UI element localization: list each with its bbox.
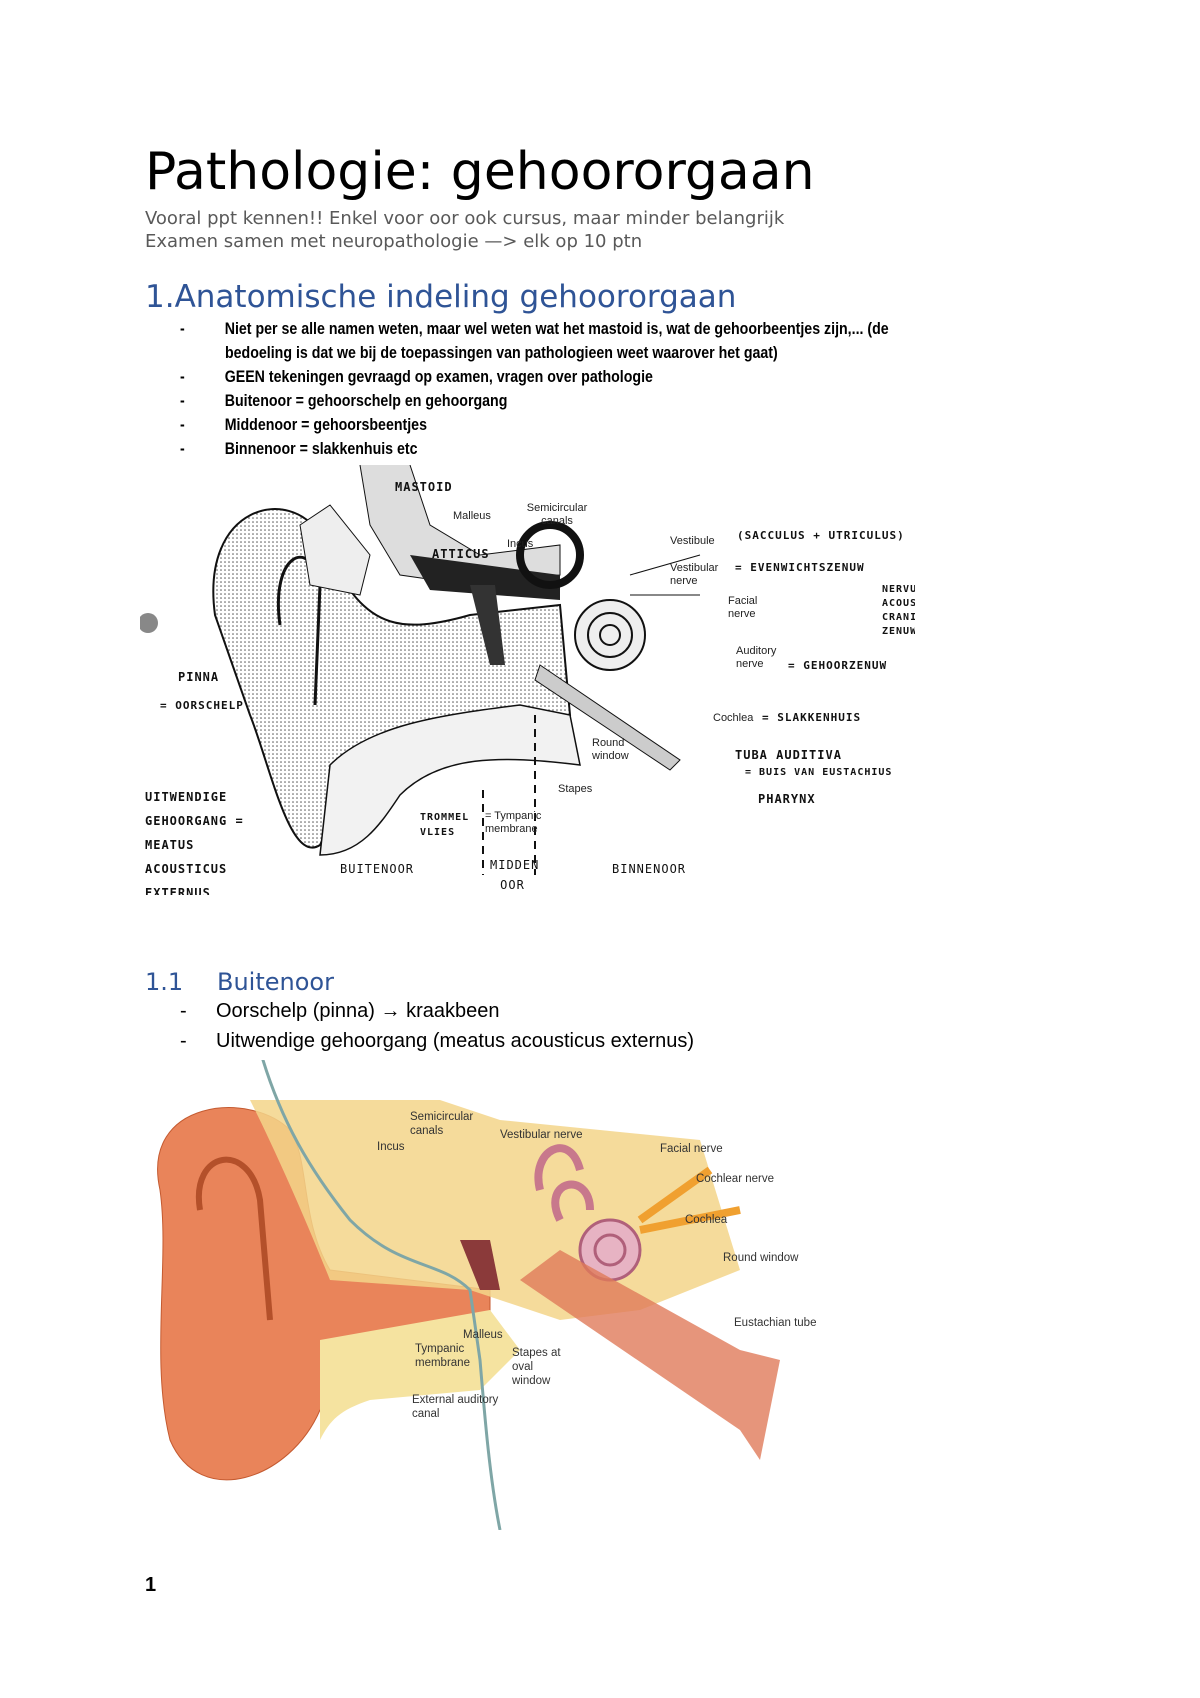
label-stapes-oval-window: Stapes at oval window bbox=[512, 1347, 561, 1387]
section-heading: 1.Anatomische indeling gehoororgaan bbox=[145, 279, 736, 315]
label-external-auditory-canal: External auditory canal bbox=[412, 1394, 499, 1420]
label-incus: Incus bbox=[507, 538, 534, 550]
label-atticus: ATTICUS bbox=[432, 547, 490, 561]
list-item: -Niet per se alle namen weten, maar wel … bbox=[180, 320, 889, 338]
ear-color-drawing bbox=[140, 1060, 840, 1530]
label-slakkenhuis: = SLAKKENHUIS bbox=[762, 711, 862, 724]
label-eustachian-tube: Eustachian tube bbox=[734, 1317, 817, 1329]
label-vestibular-nerve: Vestibular nerve bbox=[670, 562, 719, 587]
label-oorschelp: = OORSCHELP bbox=[160, 699, 244, 712]
label-pinna: PINNA bbox=[178, 670, 220, 684]
label-semicircular-canals: Semicircular canals bbox=[410, 1111, 474, 1137]
label-facial-nerve: Facial nerve bbox=[660, 1143, 723, 1155]
label-gehoorzenuw: = GEHOORZENUW bbox=[788, 659, 888, 672]
list-item: -Buitenoor = gehoorschelp en gehoorgang bbox=[180, 392, 508, 410]
list-item: -Binnenoor = slakkenhuis etc bbox=[180, 440, 418, 458]
list-item: -Oorschelp (pinna) → kraakbeen bbox=[180, 1000, 500, 1022]
label-semicircular-canals: Semicircular canals bbox=[526, 502, 588, 527]
label-incus: Incus bbox=[377, 1141, 405, 1153]
subsection-number: 1.1 bbox=[145, 968, 184, 996]
section-number: 1. bbox=[145, 279, 175, 315]
label-nervus-stato-acousticus: NERVUS STATO-ACOUSTICUS (8e CRANIALE ZEN… bbox=[882, 584, 915, 637]
label-middenoor: MIDDEN OOR bbox=[490, 858, 540, 892]
label-evenwichtszenuw: = EVENWICHTSZENUW bbox=[735, 561, 865, 574]
subsection-title: Buitenoor bbox=[217, 968, 334, 996]
label-trommelvlies: TROMMEL VLIES bbox=[420, 812, 470, 838]
subsection-heading: 1.1 Buitenoor bbox=[145, 968, 334, 996]
intro-line: Examen samen met neuropathologie —> elk … bbox=[145, 231, 643, 252]
list-item: -Middenoor = gehoorsbeentjes bbox=[180, 416, 427, 434]
label-tuba-auditiva: TUBA AUDITIVA bbox=[735, 748, 842, 762]
ear-anatomy-diagram: MASTOID Malleus Semicircular canals Incu… bbox=[140, 465, 915, 895]
label-tympanic-membrane: Tympanic membrane bbox=[415, 1343, 470, 1369]
label-buis-van-eustachius: = BUIS VAN EUSTACHIUS bbox=[745, 767, 893, 778]
label-buitenoor: BUITENOOR bbox=[340, 862, 415, 876]
label-auditory-nerve: Auditory nerve bbox=[736, 645, 777, 670]
label-stapes: Stapes bbox=[558, 783, 593, 795]
label-vestibule: Vestibule bbox=[670, 535, 715, 547]
list-item-continued: bedoeling is dat we bij de toepassingen … bbox=[225, 344, 778, 362]
label-sacculus: (SACCULUS + UTRICULUS) bbox=[737, 529, 905, 542]
label-uitwendige-gehoorgang: UITWENDIGE GEHOORGANG = MEATUS ACOUSTICU… bbox=[145, 790, 244, 895]
label-facial-nerve: Facial nerve bbox=[728, 595, 758, 620]
section-title: Anatomische indeling gehoororgaan bbox=[174, 279, 737, 315]
list-item: -GEEN tekeningen gevraagd op examen, vra… bbox=[180, 368, 653, 386]
label-pharynx: PHARYNX bbox=[758, 792, 816, 806]
label-cochlear-nerve: Cochlear nerve bbox=[696, 1173, 774, 1185]
label-round-window: Round window bbox=[592, 737, 629, 762]
label-binnenoor: BINNENOOR bbox=[612, 862, 687, 876]
ear-color-illustration: Semicircular canals Vestibular nerve Inc… bbox=[140, 1060, 840, 1530]
intro-line: Vooral ppt kennen!! Enkel voor oor ook c… bbox=[145, 208, 785, 229]
label-tympanic-membrane: = Tympanic membrane bbox=[485, 810, 542, 835]
label-malleus: Malleus bbox=[463, 1329, 503, 1341]
label-malleus: Malleus bbox=[453, 510, 491, 522]
ear-drawing bbox=[140, 465, 701, 875]
list-item: -Uitwendige gehoorgang (meatus acousticu… bbox=[180, 1030, 695, 1052]
label-vestibular-nerve: Vestibular nerve bbox=[500, 1129, 583, 1141]
page-title: Pathologie: gehoororgaan bbox=[145, 142, 815, 202]
label-cochlea: Cochlea bbox=[685, 1214, 728, 1226]
label-mastoid: MASTOID bbox=[395, 480, 453, 494]
label-cochlea: Cochlea bbox=[713, 712, 754, 724]
label-round-window: Round window bbox=[723, 1252, 799, 1264]
page-number: 1 bbox=[145, 1574, 157, 1596]
